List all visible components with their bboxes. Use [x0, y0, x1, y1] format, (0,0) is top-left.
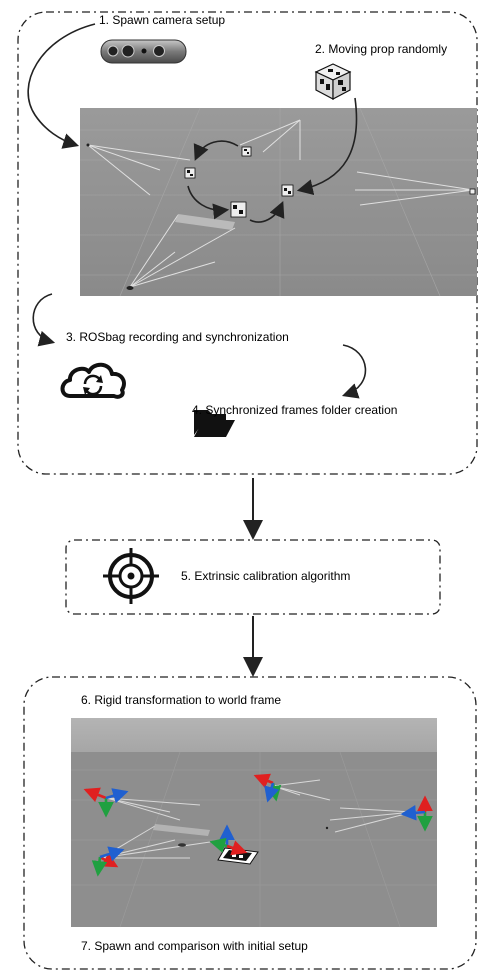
step-4-label: 4. Synchronized frames folder creation: [192, 403, 398, 417]
group-box-validation: [23, 676, 477, 970]
arrow-prop-to-scene: [296, 97, 358, 196]
step-1-label: 1. Spawn camera setup: [99, 13, 226, 27]
arrow-scene-to-rosbag: [32, 293, 56, 347]
aruco-cube-icon: [314, 63, 352, 100]
crosshair-target-icon: [103, 548, 159, 604]
simulation-scene-1: [80, 107, 477, 297]
arrow-spawn-to-scene: [27, 23, 96, 149]
step-3-label: 3. ROSbag recording and synchronization: [66, 330, 289, 344]
depth-camera-icon: [100, 39, 187, 64]
step-7-label: 7. Spawn and comparison with initial set…: [81, 939, 308, 953]
arrow-rosbag-to-folder: [341, 344, 367, 399]
folder-icon: [194, 410, 235, 437]
group-box-calibration: [65, 539, 441, 615]
step-5-label: 5. Extrinsic calibration algorithm: [181, 569, 351, 583]
simulation-scene-2: [71, 718, 437, 928]
step-6-label: 6. Rigid transformation to world frame: [81, 693, 282, 707]
step-2-label: 2. Moving prop randomly: [315, 42, 448, 56]
cloud-sync-icon: [60, 362, 126, 399]
